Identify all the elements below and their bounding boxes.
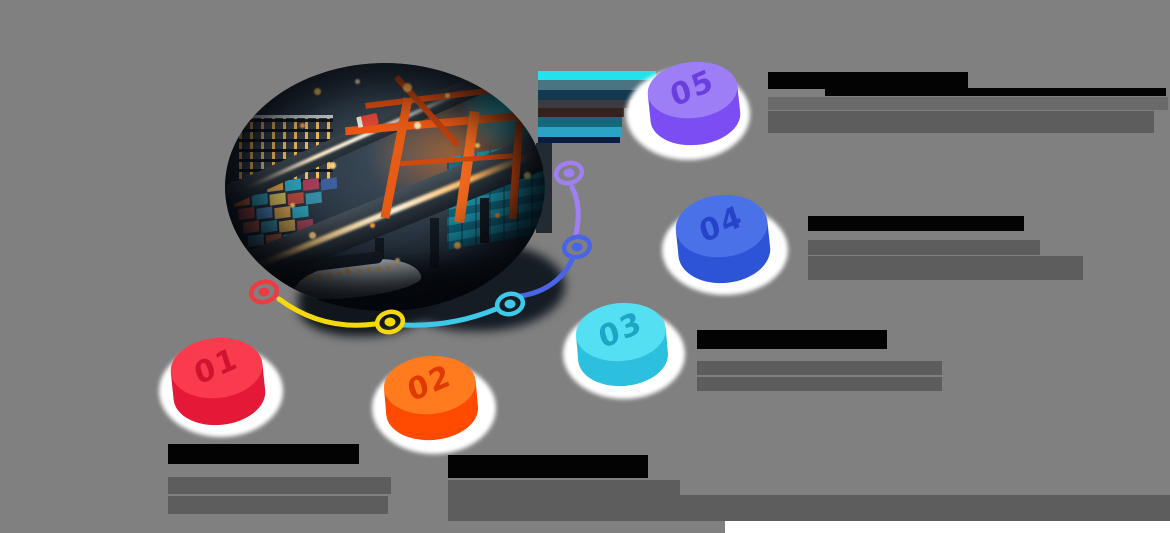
redacted-text-bar (448, 480, 680, 495)
photo-bokeh-lights (285, 83, 290, 88)
connector-segment (276, 296, 378, 328)
photo-bridge-pillar (430, 218, 439, 268)
redacted-text-bar (825, 88, 1166, 96)
connector-node-ring (561, 234, 593, 260)
redacted-text-bar (168, 496, 388, 514)
redacted-text-bar (808, 256, 1083, 280)
connector-node-ring (494, 291, 526, 317)
redacted-text-bar (448, 495, 1170, 521)
redacted-text-bar (448, 455, 648, 478)
port-photo (225, 63, 545, 311)
glitch-stripe (538, 117, 622, 127)
connector-node-ring (553, 160, 585, 186)
connector-node-dot (258, 287, 270, 297)
redacted-text-bar (697, 330, 887, 349)
connector-node-ring (248, 279, 280, 305)
connector-node-dot (504, 299, 516, 309)
glitch-stripe (538, 100, 630, 108)
redacted-text-bar (697, 361, 942, 375)
connector-segment (401, 306, 499, 328)
redacted-text-bar (168, 477, 391, 494)
connector-node-ring (374, 309, 406, 335)
glitch-stripe (538, 90, 640, 100)
connector-segment (569, 184, 581, 237)
glitch-stripe (538, 108, 624, 117)
connector-node-dot (563, 168, 575, 178)
redacted-text-bar (697, 377, 942, 391)
redacted-text-bar (808, 216, 1024, 231)
glitch-stripe (538, 71, 656, 80)
glitch-stripe (538, 137, 620, 143)
glitch-stripe (538, 127, 622, 137)
redacted-text-bar (768, 97, 1168, 110)
redacted-text-bar (768, 111, 1154, 133)
redacted-text-bar (808, 240, 1040, 255)
connector-node-dot (571, 242, 583, 252)
page-edge-strip (725, 521, 1170, 533)
redacted-text-bar (168, 444, 359, 464)
redacted-text-bar (768, 72, 968, 89)
glitch-stripe (538, 80, 650, 90)
connector-segment (518, 257, 575, 299)
photo-bridge-pillar (480, 198, 489, 243)
connector-node-dot (384, 317, 396, 327)
